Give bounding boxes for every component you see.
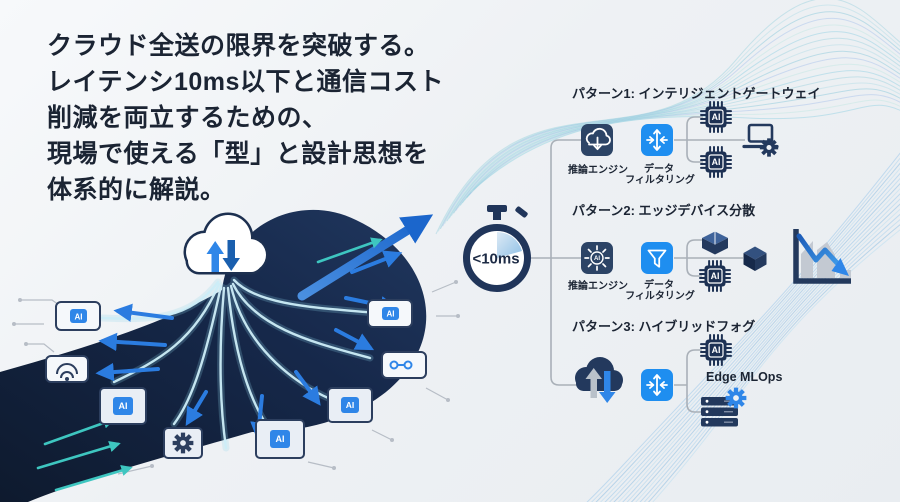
p1-ai-chip-top-icon: AI — [700, 101, 732, 133]
chip-ai-label: AI — [276, 434, 285, 444]
chip-ai-label: AI — [712, 157, 721, 167]
device-ai-box-right: AI — [367, 299, 413, 328]
cloud-download-icon — [585, 127, 611, 146]
p1-inference-label: 推論エンジン — [568, 165, 628, 176]
headline: クラウド全送の限界を突破する。 レイテンシ10ms以下と通信コスト 削減を両立す… — [47, 28, 444, 208]
chip-ai-label: AI — [75, 312, 83, 321]
gear-icon — [725, 387, 747, 409]
chip-ai-label: AI — [119, 401, 128, 411]
chip-ai-label: AI — [594, 256, 600, 262]
p2-inference-label: 推論エンジン — [568, 281, 628, 292]
p2-filter-label-2: フィルタリング — [625, 291, 695, 302]
chip-ai-label: AI — [387, 309, 395, 318]
gear-icon — [172, 432, 194, 454]
p1-ai-chip-bottom-icon: AI — [700, 146, 732, 178]
cloud-offload-illustration: AI AI AI AI — [0, 209, 460, 502]
device-ai-box-left: AI — [55, 301, 101, 331]
p1-filter-label-1: データ — [644, 164, 674, 175]
chip-ai-label: AI — [712, 112, 721, 122]
download-arrow-icon — [599, 371, 616, 403]
p1-inference-engine-icon — [581, 124, 613, 156]
p1-filter-label-2: フィルタリング — [625, 175, 695, 186]
p3-ai-chip-icon: AI — [700, 334, 732, 366]
chip-ai-label: AI — [346, 400, 355, 410]
p2-inference-engine-icon: AI — [581, 242, 613, 274]
p2-cost-down-chart-icon — [793, 229, 851, 284]
p3-edge-mlops-label: Edge MLOps — [706, 370, 783, 384]
ai-sun-rays — [584, 245, 610, 271]
p1-data-filter-icon — [641, 124, 673, 156]
chip-ai-label: AI — [712, 345, 721, 355]
p2-cube-icon — [743, 246, 767, 271]
p3-server-stack-icon — [701, 387, 747, 427]
gear-icon — [759, 138, 779, 157]
headline-line: 体系的に解説。 — [47, 176, 226, 204]
connector-lines — [531, 116, 745, 413]
p2-filter-label-1: データ — [644, 280, 674, 291]
teal-accent-arrows — [36, 237, 383, 492]
download-arrow-icon — [222, 240, 240, 271]
p2-edge-box-icon — [702, 231, 728, 255]
device-wifi-router — [45, 355, 89, 383]
pattern3-title: パターン3: ハイブリッドフォグ — [572, 319, 756, 334]
headline-line: クラウド全送の限界を突破する。 — [47, 32, 430, 60]
pattern1-title: パターン1: インテリジェントゲートウェイ — [572, 86, 821, 101]
device-mini-pc — [381, 351, 427, 379]
upload-arrow-icon — [206, 241, 224, 272]
chip-ai-label: AI — [711, 271, 720, 281]
latency-badge: <10ms — [472, 250, 520, 268]
p2-ai-chip-icon: AI — [699, 260, 731, 292]
cloud-sync-icon — [183, 212, 269, 275]
upload-arrow-icon — [585, 368, 602, 398]
device-ai-chip-left: AI — [99, 387, 147, 425]
big-growth-arrow — [297, 214, 434, 301]
p1-gateway-laptop-icon — [742, 123, 779, 157]
device-ai-chip-center: AI — [255, 419, 305, 459]
background-wave-lines-top — [435, 0, 900, 235]
headline-line: 削減を両立するための、 — [47, 104, 328, 132]
latency-flow-diagram: AI AI AI AI — [463, 101, 851, 427]
headline-line: 現場で使える「型」と設計思想を — [47, 140, 429, 168]
data-streams — [98, 276, 390, 452]
headline-line: レイテンシ10ms以下と通信コスト — [47, 68, 444, 96]
stopwatch-icon — [463, 205, 531, 292]
device-ai-chip-right: AI — [327, 387, 373, 423]
p3-data-filter-icon — [641, 369, 673, 401]
p3-cloud-sync-icon — [575, 357, 623, 403]
device-gear-chip — [163, 427, 203, 459]
pattern2-title: パターン2: エッジデバイス分散 — [572, 203, 756, 218]
p2-data-filter-funnel-icon — [641, 242, 673, 274]
wifi-icon — [56, 363, 78, 379]
